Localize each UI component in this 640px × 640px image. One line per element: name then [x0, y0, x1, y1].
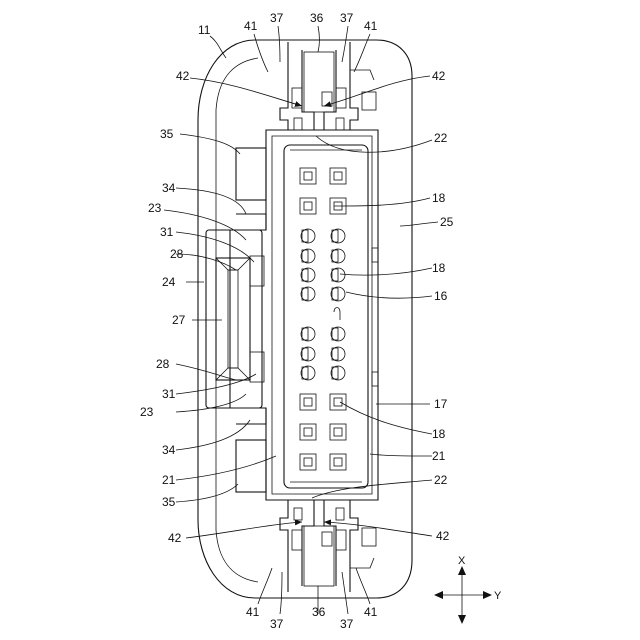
label-34-top: 34 — [162, 181, 176, 195]
label-28-top: 28 — [170, 247, 184, 261]
label-21-left: 21 — [162, 473, 176, 487]
label-18-c: 18 — [432, 427, 446, 441]
label-42-top-right: 42 — [432, 69, 446, 83]
label-16: 16 — [434, 289, 448, 303]
label-24: 24 — [162, 275, 176, 289]
label-22-bottom: 22 — [434, 473, 448, 487]
label-17: 17 — [434, 397, 448, 411]
label-37-top-left: 37 — [270, 11, 284, 25]
axis-x-label: X — [458, 555, 466, 567]
label-31-top: 31 — [160, 225, 174, 239]
label-37-top-right: 37 — [340, 11, 354, 25]
label-21-right: 21 — [432, 449, 446, 463]
label-22-top: 22 — [434, 131, 448, 145]
label-35-bottom: 35 — [162, 495, 176, 509]
label-41-bottom-left: 41 — [246, 605, 260, 619]
label-41-bottom-right: 41 — [364, 605, 378, 619]
label-36-bottom: 36 — [312, 605, 326, 619]
label-25: 25 — [440, 215, 454, 229]
label-28-bottom: 28 — [156, 357, 170, 371]
leader-lines — [164, 26, 438, 614]
axis-indicator: X Y — [434, 555, 502, 624]
label-11: 11 — [198, 23, 211, 37]
label-23-top: 23 — [148, 201, 162, 215]
label-27: 27 — [172, 313, 186, 327]
axis-y-label: Y — [494, 590, 502, 602]
label-41-top-right: 41 — [364, 19, 378, 33]
terminals — [300, 168, 346, 470]
label-37-bottom-left: 37 — [270, 617, 284, 631]
label-34-bottom: 34 — [162, 443, 176, 457]
label-35-top: 35 — [160, 127, 174, 141]
label-37-bottom-right: 37 — [340, 617, 354, 631]
label-23-bottom: 23 — [140, 405, 154, 419]
label-18-b: 18 — [432, 261, 446, 275]
label-18-a: 18 — [432, 191, 446, 205]
label-36-top: 36 — [310, 11, 324, 25]
bottom-latch — [280, 500, 376, 592]
label-42-bottom-right: 42 — [436, 529, 450, 543]
label-41-top-left: 41 — [244, 19, 258, 33]
label-42-top-left: 42 — [176, 69, 190, 83]
label-42-bottom-left: 42 — [168, 531, 182, 545]
label-31-bottom: 31 — [162, 387, 176, 401]
inner-body — [230, 130, 378, 500]
